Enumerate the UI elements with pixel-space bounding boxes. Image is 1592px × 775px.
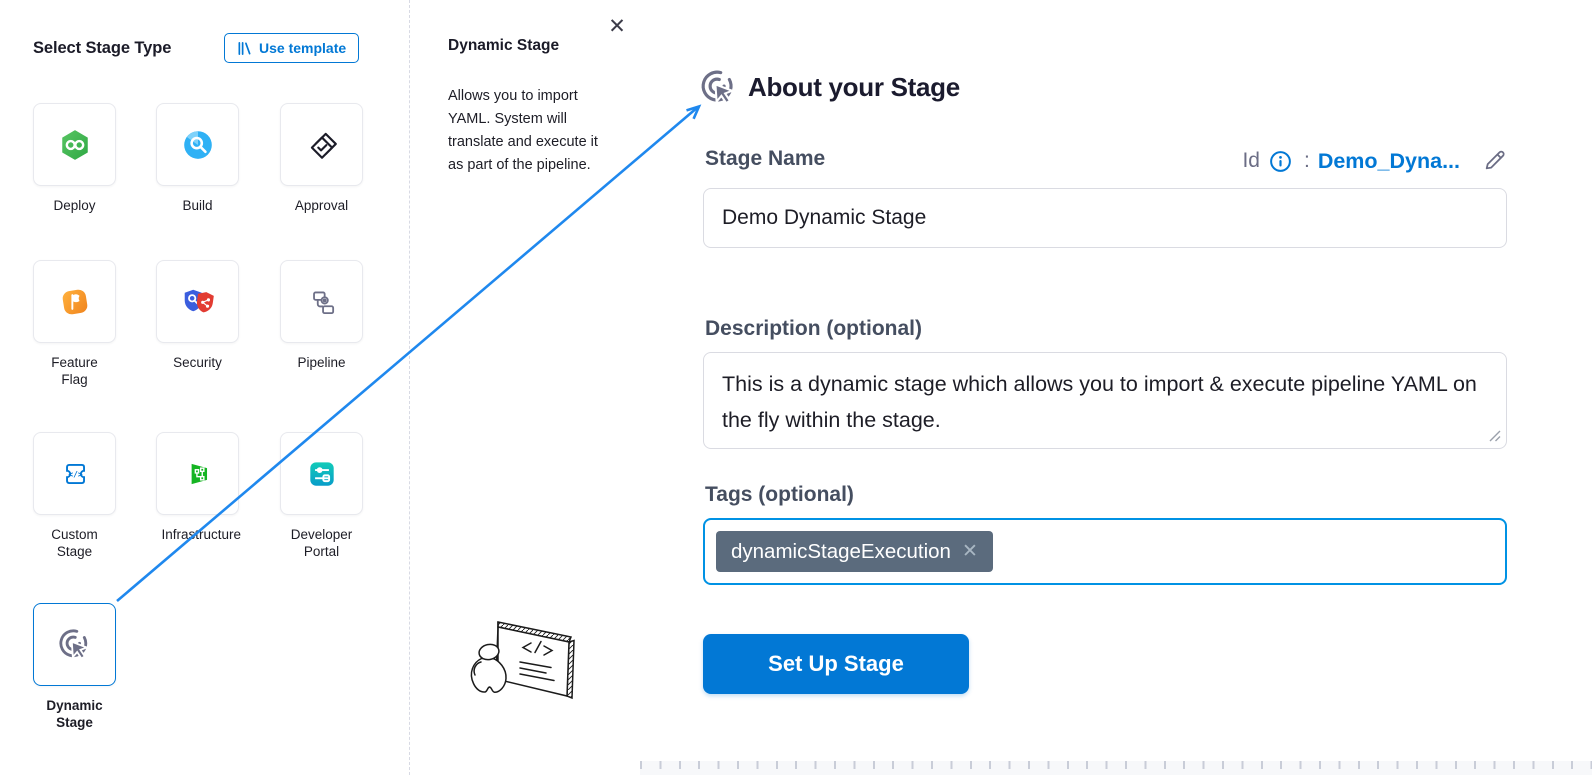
close-icon[interactable]: ✕	[604, 14, 630, 40]
stage-card-security[interactable]: Security	[156, 260, 239, 371]
stage-label: Infrastructure	[161, 527, 242, 542]
stage-tile-security[interactable]	[156, 260, 239, 343]
info-icon[interactable]	[1268, 149, 1293, 174]
stage-tile-approval[interactable]	[280, 103, 363, 186]
stage-tile-build[interactable]	[156, 103, 239, 186]
stage-label: Deploy	[53, 198, 96, 213]
dynamic-stage-icon	[701, 70, 736, 105]
stage-tile-deploy[interactable]	[33, 103, 116, 186]
stage-card-feature-flag[interactable]: Feature Flag	[33, 260, 116, 388]
id-separator: :	[1303, 149, 1310, 172]
stage-card-deploy[interactable]: Deploy	[33, 103, 116, 214]
infrastructure-icon	[191, 463, 207, 484]
stage-card-dynamic-stage[interactable]: Dynamic Stage	[33, 603, 116, 731]
edit-id-button[interactable]	[1482, 148, 1507, 174]
stage-label: Feature Flag	[51, 355, 98, 387]
set-up-stage-button[interactable]: Set Up Stage	[703, 634, 969, 694]
custom-stage-icon: </>	[65, 463, 85, 484]
stage-label: Dynamic Stage	[46, 698, 103, 730]
tags-label: Tags (optional)	[705, 483, 854, 506]
stage-name-label: Stage Name	[705, 147, 826, 170]
tags-input[interactable]: dynamicStageExecution ✕	[703, 518, 1507, 585]
stage-tile-dynamic-stage[interactable]	[33, 603, 116, 686]
tag-chip: dynamicStageExecution ✕	[716, 531, 993, 572]
stage-card-pipeline[interactable]: Pipeline	[280, 260, 363, 371]
approval-icon	[310, 132, 337, 159]
developer-portal-icon	[309, 461, 334, 486]
use-template-button[interactable]: Use template	[224, 33, 360, 63]
stage-tile-pipeline[interactable]	[280, 260, 363, 343]
stage-label: Custom Stage	[51, 527, 98, 559]
stage-label: Approval	[294, 198, 349, 213]
panel-divider	[409, 0, 410, 775]
svg-text:</>: </>	[68, 470, 83, 479]
info-panel-title: Dynamic Stage	[448, 37, 560, 54]
deploy-icon	[61, 129, 88, 160]
stage-tile-custom-stage[interactable]: </>	[33, 432, 116, 515]
stage-label: Build	[182, 198, 213, 213]
dynamic-stage-icon	[58, 628, 89, 660]
remove-tag-icon[interactable]: ✕	[961, 541, 978, 562]
description-label: Description (optional)	[705, 317, 922, 340]
canvas-ruler-ticks	[640, 761, 1592, 769]
stage-name-input[interactable]	[703, 188, 1507, 248]
stage-id-value[interactable]: Demo_Dyna...	[1317, 148, 1460, 173]
pipeline-canvas-edge	[640, 761, 1592, 775]
stage-tile-developer-portal[interactable]	[280, 432, 363, 515]
pipeline-icon	[312, 291, 334, 314]
use-template-label: Use template	[259, 40, 347, 56]
pencil-icon	[1485, 150, 1505, 170]
stage-card-build[interactable]: Build	[156, 103, 239, 214]
stage-id-row: Id : Demo_Dyna...	[1242, 146, 1507, 176]
stage-label: Pipeline	[297, 355, 346, 370]
stage-tile-feature-flag[interactable]	[33, 260, 116, 343]
about-your-stage-heading: About your Stage	[748, 72, 960, 102]
id-label: Id	[1242, 149, 1260, 172]
stage-card-infrastructure[interactable]: Infrastructure	[156, 432, 242, 543]
stage-card-approval[interactable]: Approval	[280, 103, 363, 214]
tag-text: dynamicStageExecution	[731, 539, 951, 563]
feature-flag-icon	[62, 289, 87, 314]
security-icon	[184, 289, 214, 312]
description-textarea[interactable]: This is a dynamic stage which allows you…	[703, 352, 1507, 449]
info-panel-description: Allows you to import YAML. System will t…	[448, 88, 598, 173]
stage-tile-infrastructure[interactable]	[156, 432, 239, 515]
stage-label: Developer Portal	[290, 527, 353, 559]
build-icon	[183, 130, 212, 159]
select-stage-type-title: Select Stage Type	[33, 39, 172, 57]
templates-icon	[238, 41, 251, 55]
presentation-illustration	[470, 621, 575, 700]
stage-card-custom-stage[interactable]: </> Custom Stage	[33, 432, 116, 560]
stage-card-developer-portal[interactable]: Developer Portal	[280, 432, 363, 560]
stage-label: Security	[173, 355, 222, 370]
